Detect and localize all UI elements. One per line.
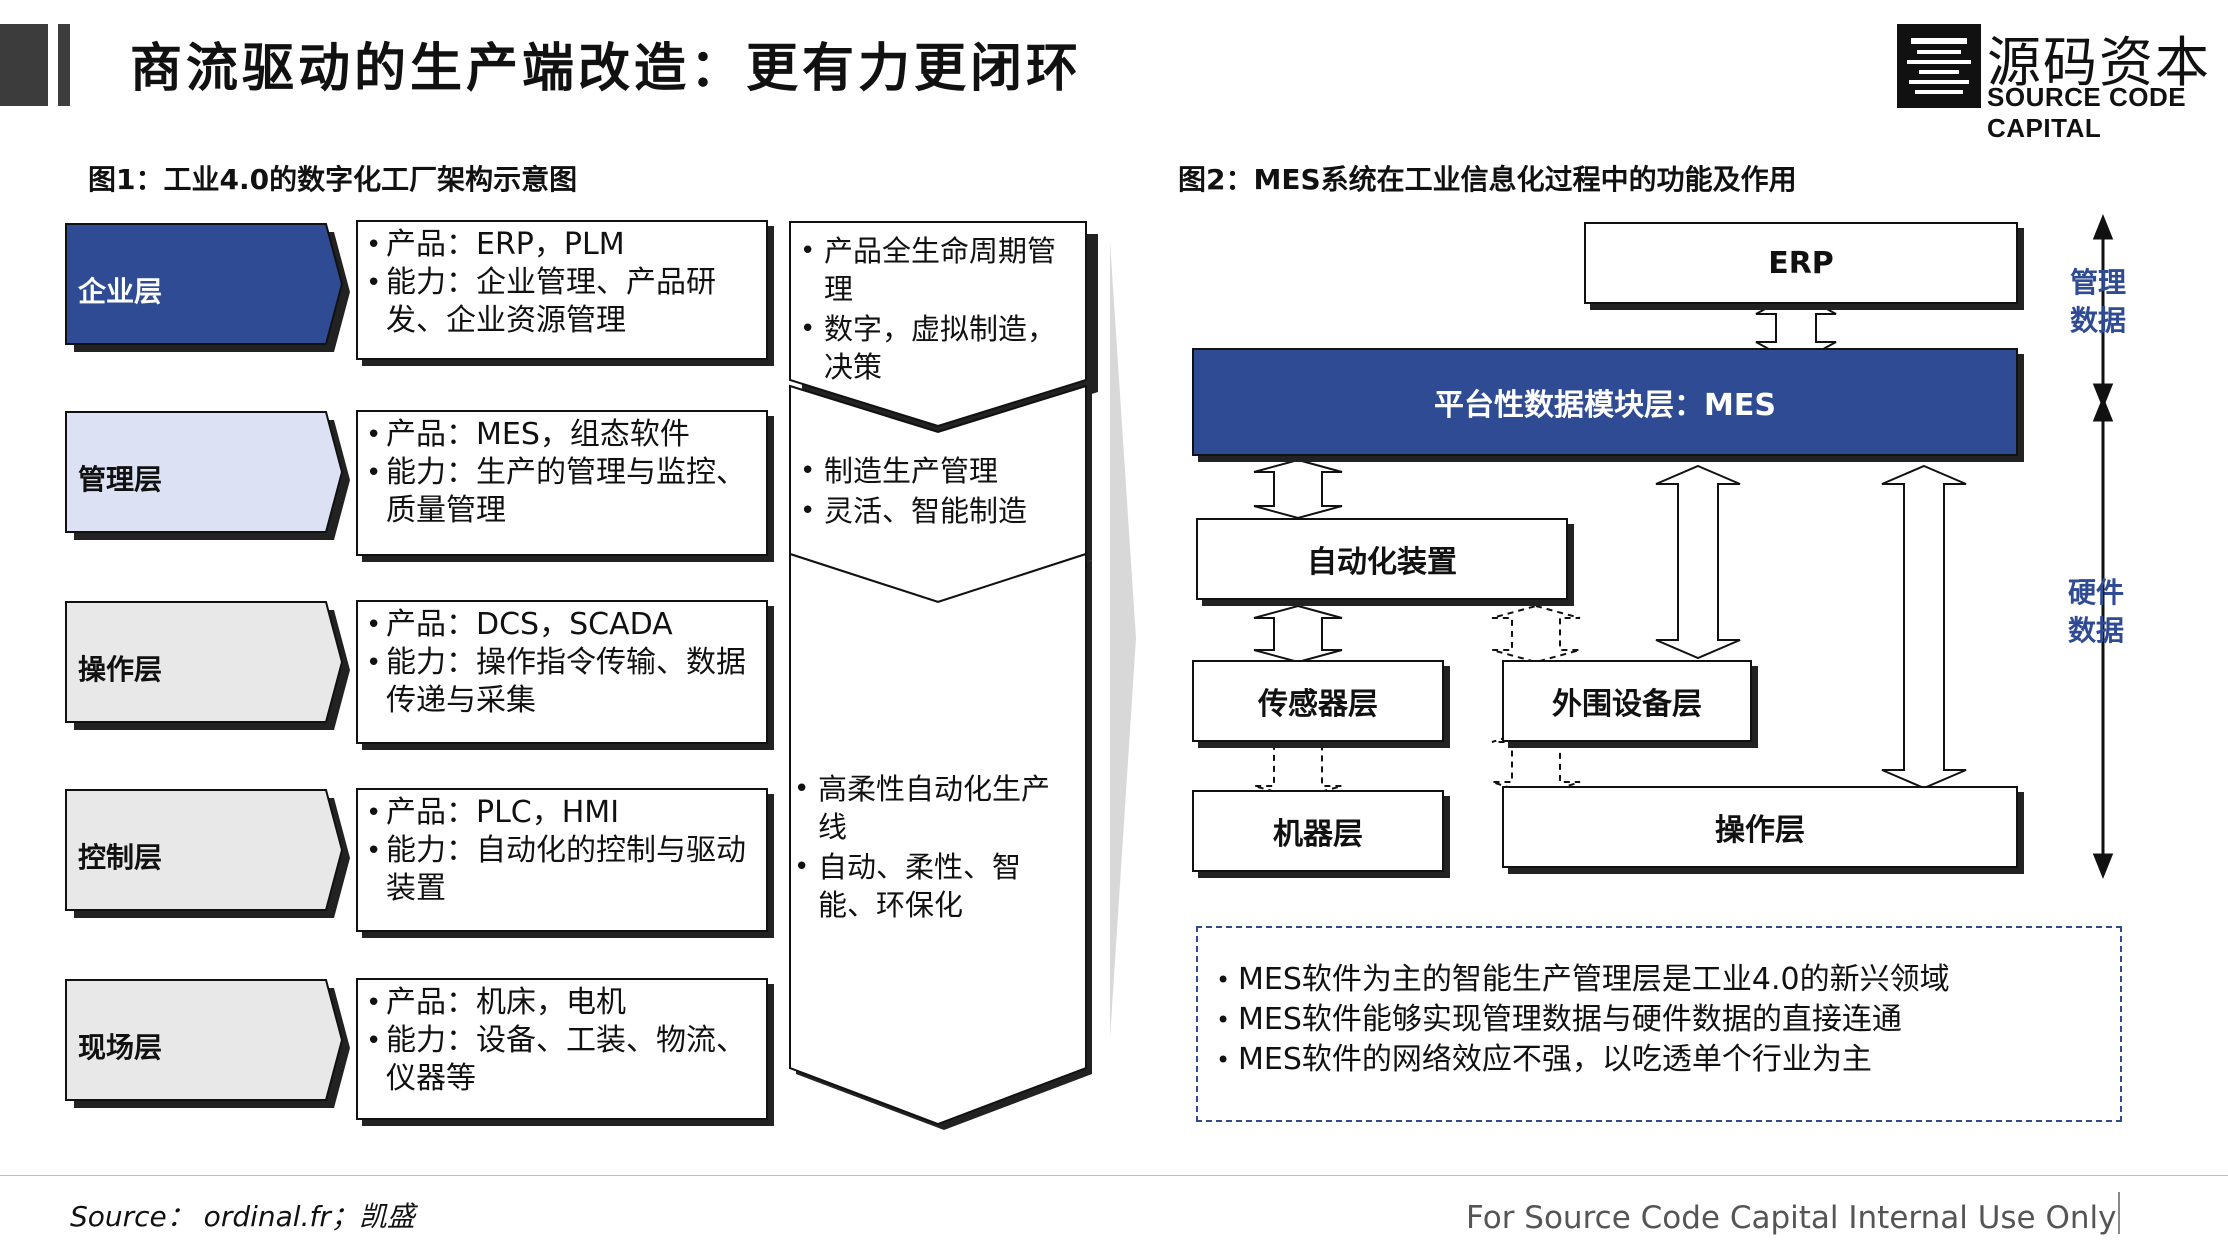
arrow-automation-sensor bbox=[1253, 604, 1343, 664]
layer-desc-management: 产品：MES，组态软件 能力：生产的管理与监控、质量管理 bbox=[356, 410, 768, 556]
feature-item: 高柔性自动化生产线 bbox=[794, 770, 1074, 846]
note-item: MES软件的网络效应不强，以吃透单个行业为主 bbox=[1216, 1040, 2120, 1080]
layer-desc-enterprise: 产品：ERP，PLM 能力：企业管理、产品研发、企业资源管理 bbox=[356, 220, 768, 360]
fig2-connectors bbox=[1180, 210, 2140, 890]
arrow-mes-automation bbox=[1253, 458, 1343, 520]
header-accent-bar-thin bbox=[58, 24, 70, 106]
feature-text-bottom: 高柔性自动化生产线 自动、柔性、智能、环保化 bbox=[784, 770, 1074, 926]
arrow-peripheral-operation bbox=[1491, 726, 1581, 798]
arrow-sensor-machine bbox=[1253, 730, 1343, 800]
node-peripheral: 外围设备层 bbox=[1502, 660, 1752, 742]
layer-desc-field: 产品：机床，电机 能力：设备、工装、物流、仪器等 bbox=[356, 978, 768, 1120]
node-machine: 机器层 bbox=[1192, 790, 1444, 872]
arrow-mes-peripheral bbox=[1655, 464, 1741, 660]
arrow-automation-peripheral bbox=[1491, 604, 1581, 664]
layer-chevron-field bbox=[65, 979, 350, 1108]
figure2-title: 图2：MES系统在工业信息化过程中的功能及作用 bbox=[1178, 163, 1797, 196]
layer-chevron-management bbox=[65, 411, 350, 540]
feature-text-middle: 制造生产管理 灵活、智能制造 bbox=[790, 452, 1080, 532]
layer-desc-control: 产品：PLC，HMI 能力：自动化的控制与驱动装置 bbox=[356, 788, 768, 932]
layer-desc-operation: 产品：DCS，SCADA 能力：操作指令传输、数据传递与采集 bbox=[356, 600, 768, 744]
desc-item: 能力：操作指令传输、数据传递与采集 bbox=[366, 644, 756, 720]
feature-item: 灵活、智能制造 bbox=[800, 492, 1080, 530]
desc-item: 产品：MES，组态软件 bbox=[366, 416, 756, 454]
note-item: MES软件能够实现管理数据与硬件数据的直接连通 bbox=[1216, 1000, 2120, 1040]
header-accent-bar bbox=[0, 24, 48, 106]
desc-item: 能力：生产的管理与监控、质量管理 bbox=[366, 454, 756, 530]
brand-name-en: SOURCE CODE CAPITAL bbox=[1987, 82, 2187, 143]
layer-label-operation: 操作层 bbox=[78, 653, 163, 686]
node-operation: 操作层 bbox=[1502, 786, 2018, 868]
side-label-hardware-data: 硬件 数据 bbox=[2067, 576, 2124, 647]
feature-item: 数字，虚拟制造，决策 bbox=[800, 310, 1080, 386]
layer-chevron-enterprise bbox=[65, 223, 350, 352]
layer-label-management: 管理层 bbox=[78, 463, 163, 496]
desc-item: 产品：机床，电机 bbox=[366, 984, 756, 1022]
note-item: MES软件为主的智能生产管理层是工业4.0的新兴领域 bbox=[1216, 960, 2120, 1000]
node-sensor: 传感器层 bbox=[1192, 660, 1444, 742]
disclaimer: For Source Code Capital Internal Use Onl… bbox=[1466, 1200, 2117, 1236]
brand-name-zh: 源码资本 bbox=[1987, 31, 2211, 94]
layer-label-enterprise: 企业层 bbox=[78, 275, 163, 308]
side-label-management-data: 管理 数据 bbox=[2069, 266, 2126, 337]
flow-arrow-shadow bbox=[1110, 242, 1136, 1038]
desc-item: 产品：DCS，SCADA bbox=[366, 606, 756, 644]
layer-chevron-operation bbox=[65, 601, 350, 730]
layer-label-control: 控制层 bbox=[78, 841, 163, 874]
desc-item: 能力：自动化的控制与驱动装置 bbox=[366, 832, 756, 908]
desc-item: 产品：ERP，PLM bbox=[366, 226, 756, 264]
arrow-mes-operation bbox=[1881, 464, 1967, 790]
layer-label-field: 现场层 bbox=[78, 1031, 163, 1064]
feature-item: 自动、柔性、智能、环保化 bbox=[794, 848, 1074, 924]
layer-chevrons bbox=[60, 218, 350, 1138]
source-note: Source： ordinal.fr；凯盛 bbox=[70, 1200, 415, 1233]
node-automation: 自动化装置 bbox=[1196, 518, 1568, 600]
footer-divider-vertical bbox=[2118, 1192, 2120, 1234]
desc-item: 产品：PLC，HMI bbox=[366, 794, 756, 832]
node-mes: 平台性数据模块层：MES bbox=[1192, 348, 2018, 456]
brand-logo-icon bbox=[1897, 24, 1981, 108]
feature-item: 制造生产管理 bbox=[800, 452, 1080, 490]
figure1-title: 图1：工业4.0的数字化工厂架构示意图 bbox=[88, 163, 578, 196]
layer-chevron-control bbox=[65, 789, 350, 918]
feature-item: 产品全生命周期管理 bbox=[800, 232, 1080, 308]
node-erp: ERP bbox=[1584, 222, 2018, 304]
notes-box: MES软件为主的智能生产管理层是工业4.0的新兴领域 MES软件能够实现管理数据… bbox=[1196, 926, 2122, 1122]
side-axis-arrows bbox=[2092, 213, 2114, 880]
feature-text-top: 产品全生命周期管理 数字，虚拟制造，决策 bbox=[790, 232, 1080, 388]
footer-divider bbox=[0, 1175, 2228, 1176]
desc-item: 能力：设备、工装、物流、仪器等 bbox=[366, 1022, 756, 1098]
desc-item: 能力：企业管理、产品研发、企业资源管理 bbox=[366, 264, 756, 340]
page-title: 商流驱动的生产端改造：更有力更闭环 bbox=[130, 38, 1083, 99]
